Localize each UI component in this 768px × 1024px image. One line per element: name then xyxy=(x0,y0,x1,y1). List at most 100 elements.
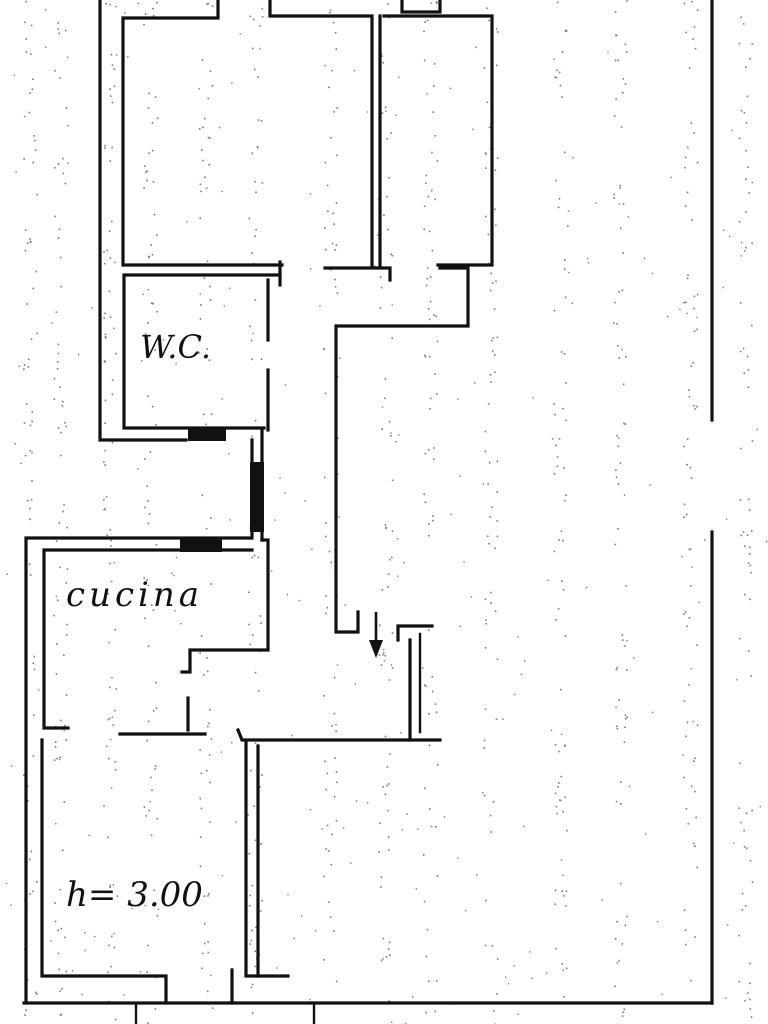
scan-speck xyxy=(29,574,32,576)
scan-speck xyxy=(560,775,563,778)
scan-speck xyxy=(261,774,263,776)
scan-speck xyxy=(144,904,146,907)
scan-speck xyxy=(614,543,617,546)
scan-speck xyxy=(155,707,158,709)
scan-speck xyxy=(555,947,557,950)
wall-top-small xyxy=(400,0,442,14)
scan-speck xyxy=(485,622,488,625)
scan-speck xyxy=(156,914,159,917)
scan-speck xyxy=(494,169,497,171)
scan-speck xyxy=(685,808,688,810)
scan-speck xyxy=(463,561,465,563)
scan-speck xyxy=(29,893,31,895)
scan-speck xyxy=(36,993,38,995)
scan-speck xyxy=(199,652,201,654)
scan-speck xyxy=(339,357,341,359)
scan-speck xyxy=(57,427,60,429)
scan-speck xyxy=(614,11,617,13)
scan-speck xyxy=(692,720,694,723)
scan-speck xyxy=(109,884,111,887)
scan-speck xyxy=(560,733,563,735)
scan-speck xyxy=(434,135,436,137)
scan-speck xyxy=(696,644,698,646)
scan-speck xyxy=(25,1009,27,1011)
scan-speck xyxy=(429,808,431,810)
scan-speck xyxy=(424,501,427,503)
scan-speck xyxy=(147,720,150,723)
scan-speck xyxy=(485,167,487,169)
scan-speck xyxy=(57,352,59,355)
scan-speck xyxy=(693,295,696,298)
scan-speck xyxy=(425,174,428,177)
scan-speck xyxy=(670,176,672,179)
scan-speck xyxy=(110,53,113,56)
scan-speck xyxy=(613,322,615,324)
scan-speck xyxy=(562,810,564,813)
scan-speck xyxy=(686,463,688,466)
scan-speck xyxy=(335,730,337,732)
scan-speck xyxy=(513,965,515,967)
scan-speck xyxy=(562,588,565,591)
scan-speck xyxy=(23,422,26,424)
scan-speck xyxy=(745,812,748,815)
scan-speck xyxy=(532,397,534,399)
scan-speck xyxy=(749,962,751,965)
scan-speck xyxy=(209,781,211,784)
scan-speck xyxy=(327,210,329,212)
scan-speck xyxy=(259,910,262,912)
scan-speck xyxy=(255,191,257,194)
scan-speck xyxy=(656,921,659,923)
scan-speck xyxy=(496,31,499,33)
scan-speck xyxy=(251,983,254,986)
scan-speck xyxy=(560,530,563,532)
scan-speck xyxy=(562,539,564,542)
scan-speck xyxy=(56,643,58,645)
scan-speck xyxy=(103,508,105,511)
scan-speck xyxy=(614,59,617,62)
scan-speck xyxy=(457,398,459,400)
scan-speck xyxy=(65,582,68,584)
scan-speck xyxy=(36,193,38,196)
scan-speck xyxy=(568,271,570,274)
scan-speck xyxy=(111,441,114,444)
scan-speck xyxy=(387,809,389,812)
scan-speck xyxy=(220,751,223,753)
scan-speck xyxy=(254,235,256,238)
scan-speck xyxy=(623,494,626,496)
scan-speck xyxy=(496,993,498,995)
scan-speck xyxy=(725,518,728,520)
scan-speck xyxy=(64,724,66,727)
scan-speck xyxy=(139,971,142,973)
scan-speck xyxy=(114,1018,117,1021)
scan-speck xyxy=(694,936,696,938)
scan-speck xyxy=(691,1,693,3)
scan-speck xyxy=(260,843,262,845)
scan-speck xyxy=(621,943,624,945)
scan-speck xyxy=(324,392,327,395)
scan-speck xyxy=(387,948,390,950)
scan-speck xyxy=(733,842,735,844)
scan-speck xyxy=(433,63,436,65)
scan-speck xyxy=(378,624,381,627)
scan-speck xyxy=(616,34,618,37)
scan-speck xyxy=(335,202,338,204)
scan-speck xyxy=(690,477,693,479)
scan-speck xyxy=(644,833,647,835)
scan-speck xyxy=(704,539,706,541)
scan-speck xyxy=(564,259,566,261)
scan-speck xyxy=(146,170,148,172)
scan-speck xyxy=(148,92,150,95)
scan-speck xyxy=(425,1011,427,1014)
scan-speck xyxy=(692,38,694,40)
threshold-kitchen xyxy=(180,538,222,552)
scan-speck xyxy=(20,462,22,464)
scan-speck xyxy=(382,958,384,960)
scan-speck xyxy=(423,205,426,208)
scan-speck xyxy=(618,959,620,962)
scan-speck xyxy=(110,580,113,583)
scan-speck xyxy=(260,622,262,624)
scan-speck xyxy=(766,540,768,543)
scan-speck xyxy=(154,96,157,98)
scan-speck xyxy=(211,85,214,87)
scan-speck xyxy=(250,769,252,772)
